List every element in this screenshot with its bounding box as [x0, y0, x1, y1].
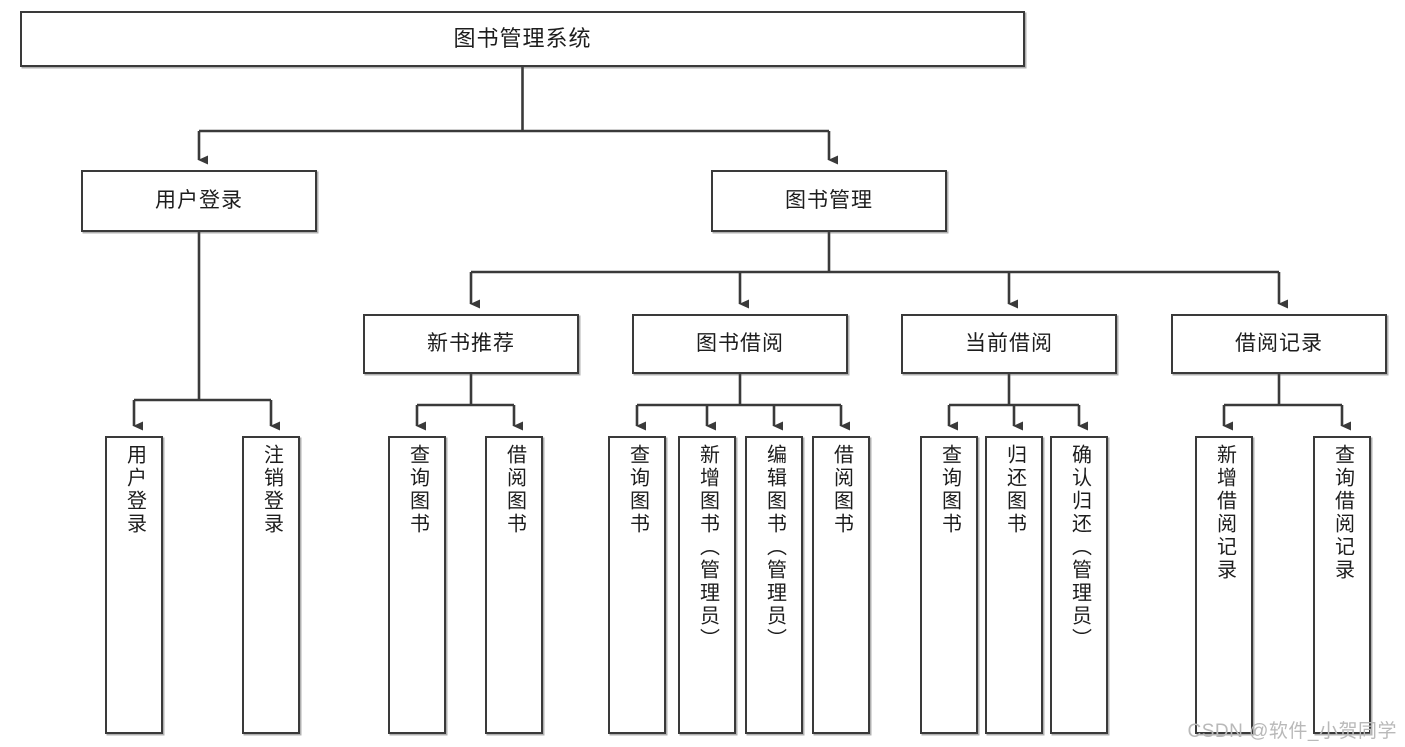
node-leaf-bb-edit[interactable]: 编辑图书（管理员）	[745, 436, 803, 734]
node-leaf-rec-query[interactable]: 查询图书	[388, 436, 446, 734]
node-label: 当前借阅	[965, 331, 1053, 355]
node-label: 图书管理	[785, 188, 873, 212]
node-borrow-record[interactable]: 借阅记录	[1171, 314, 1387, 374]
node-root[interactable]: 图书管理系统	[20, 11, 1025, 67]
node-leaf-rec-borrow[interactable]: 借阅图书	[485, 436, 543, 734]
csdn-watermark: CSDN @软件_小贺同学	[1187, 721, 1397, 742]
node-leaf-bb-query[interactable]: 查询图书	[608, 436, 666, 734]
node-leaf-cb-confirm[interactable]: 确认归还（管理员）	[1050, 436, 1108, 734]
node-label: 编辑图书（管理员）	[763, 444, 786, 651]
node-leaf-cb-return[interactable]: 归还图书	[985, 436, 1043, 734]
node-book-borrow[interactable]: 图书借阅	[632, 314, 848, 374]
node-label: 归还图书	[1003, 444, 1026, 536]
node-label: 用户登录	[155, 188, 243, 212]
node-current-borrow[interactable]: 当前借阅	[901, 314, 1117, 374]
node-leaf-user-login[interactable]: 用户登录	[105, 436, 163, 734]
node-label: 确认归还（管理员）	[1068, 444, 1091, 651]
node-label: 新增借阅记录	[1213, 444, 1236, 582]
node-leaf-user-logout[interactable]: 注销登录	[242, 436, 300, 734]
node-label: 新增图书（管理员）	[696, 444, 719, 651]
node-label: 新书推荐	[427, 331, 515, 355]
node-user-login[interactable]: 用户登录	[81, 170, 317, 232]
node-book-manage[interactable]: 图书管理	[711, 170, 947, 232]
node-label: 查询图书	[938, 444, 961, 536]
node-label: 图书管理系统	[453, 26, 592, 52]
node-label: 查询图书	[626, 444, 649, 536]
node-label: 借阅图书	[830, 444, 853, 536]
node-leaf-br-query[interactable]: 查询借阅记录	[1313, 436, 1371, 734]
node-new-book-rec[interactable]: 新书推荐	[363, 314, 579, 374]
node-label: 注销登录	[260, 444, 283, 536]
node-label: 用户登录	[123, 444, 146, 536]
node-label: 借阅图书	[503, 444, 526, 536]
node-leaf-bb-add[interactable]: 新增图书（管理员）	[678, 436, 736, 734]
node-leaf-cb-query[interactable]: 查询图书	[920, 436, 978, 734]
node-leaf-bb-borrow[interactable]: 借阅图书	[812, 436, 870, 734]
node-label: 查询图书	[406, 444, 429, 536]
node-label: 借阅记录	[1235, 331, 1323, 355]
node-label: 图书借阅	[696, 331, 784, 355]
node-leaf-br-add[interactable]: 新增借阅记录	[1195, 436, 1253, 734]
node-label: 查询借阅记录	[1331, 444, 1354, 582]
